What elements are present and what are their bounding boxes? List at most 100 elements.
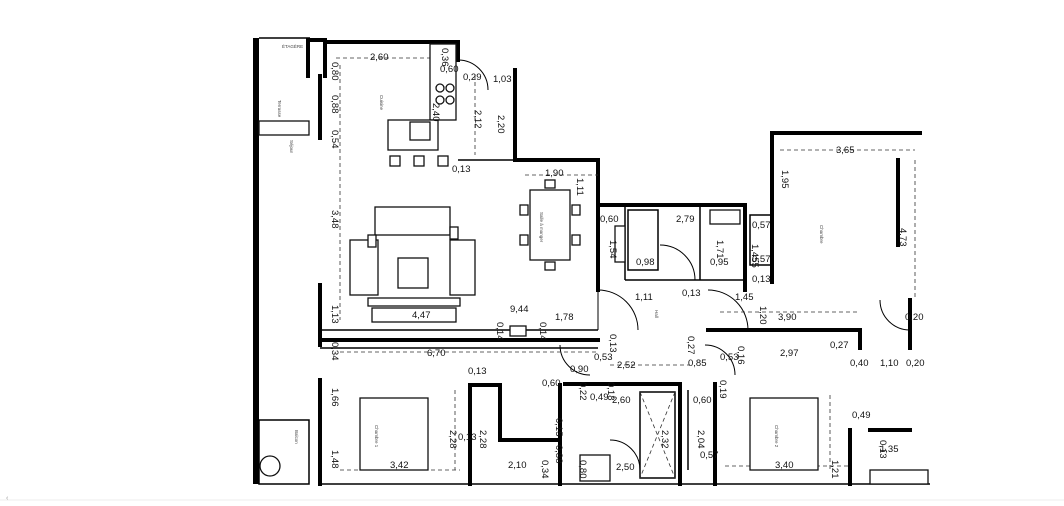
dimension-label: 1,90: [545, 168, 564, 179]
wc-unit: [614, 225, 626, 263]
dimension-label: 0,34: [539, 460, 550, 479]
dimension-label: 0,57: [752, 220, 771, 231]
washbasin: [709, 209, 741, 225]
sofa-back: [374, 206, 451, 236]
door-master-arc: [707, 289, 749, 331]
side-table-right: [449, 226, 459, 240]
terrace-outer-wall: [253, 38, 259, 484]
dimension-label: 0,13: [468, 366, 487, 377]
dimension-label: 1,95: [779, 170, 790, 189]
tv-console: [371, 307, 457, 323]
dining-chair-3: [571, 204, 581, 216]
dimension-label: 2,04: [695, 430, 706, 449]
dimension-label: 1,455: [749, 244, 760, 268]
door-wc-arc: [659, 244, 696, 281]
dimension-label: 0,20: [906, 358, 925, 369]
dimension-label: 3,65: [836, 145, 855, 156]
dimension-label: 0,18: [605, 382, 616, 401]
hob-ring-2: [445, 83, 455, 93]
dimension-label: 3,40: [775, 460, 794, 471]
room-label-balcony: Balcon: [294, 430, 299, 444]
wall-master-bedroom: [770, 131, 922, 284]
dimension-label: 1,48: [329, 450, 340, 469]
dimension-label: 0,27: [685, 336, 696, 355]
dimension-label: 0,34: [329, 342, 340, 361]
walls: [253, 37, 930, 486]
dimension-label: 0,80: [577, 460, 588, 479]
dimension-label: 0,13: [607, 334, 618, 353]
stool-3: [437, 155, 449, 167]
bath2-tub-diag-1: [639, 391, 676, 479]
dimension-label: 0,14: [494, 322, 505, 341]
room-label-living: Séjour: [289, 140, 294, 154]
dimension-label: 4,47: [412, 310, 431, 321]
dimension-label: 2,52: [617, 360, 636, 371]
room-label-bedroom-1: Chambre 1: [374, 425, 379, 448]
bath2-basin: [579, 454, 611, 482]
dimension-label: 0,88: [329, 95, 340, 114]
dimension-label: 2,28: [447, 430, 458, 449]
scan-mark-left: ‹: [6, 495, 9, 502]
armchair-right: [449, 239, 476, 296]
dining-chair-1: [519, 204, 529, 216]
bath2-tub-diag-2: [639, 391, 676, 479]
dimension-label: 9,44: [510, 304, 529, 315]
dimension-label: 1,11: [635, 292, 653, 303]
tv-unit: [367, 297, 461, 307]
dimension-label: 0,16: [735, 346, 746, 365]
dimension-label: 1,03: [493, 74, 512, 85]
dimension-label: 0,60: [542, 378, 561, 389]
room-label-storage: ÉTAGÈRE: [282, 43, 303, 49]
wall-nw-post: [306, 38, 327, 78]
dimension-label: 1,71: [714, 240, 725, 259]
dimension-label: 0,60: [693, 395, 712, 406]
room-label-bedroom-2: Chambre 2: [774, 425, 779, 448]
room-label-master-bedroom: Chambre: [819, 225, 824, 244]
dimension-label: 2,28: [477, 430, 488, 449]
radiator-se: [869, 469, 929, 485]
room-label-kitchen: Cuisine: [379, 95, 384, 111]
dimension-label: 0,90: [570, 364, 589, 375]
dimension-label: 1,21: [829, 460, 840, 479]
dimension-label: 0,20: [905, 312, 924, 323]
wall-bathroom-block: [596, 203, 747, 292]
dining-chair-4: [571, 234, 581, 246]
dimension-label: 2,20: [495, 115, 506, 134]
dimension-label: 0,57: [752, 254, 771, 265]
dining-chair-2: [519, 234, 529, 246]
room-label-terrace: Terrasse: [277, 100, 282, 118]
dimension-label: 0,60: [600, 214, 619, 225]
dimension-label: 0,98: [636, 257, 655, 268]
door-bedroom1-arc: [559, 344, 591, 376]
stool-1: [389, 155, 401, 167]
armchair-left: [349, 239, 379, 296]
kitchen-counter: [429, 43, 457, 121]
dimension-label: 2,60: [612, 395, 631, 406]
dimension-label: 1,35: [880, 444, 899, 455]
dimension-label: 0,60: [440, 64, 459, 75]
dimension-label: 1,10: [880, 358, 899, 369]
dimension-label: 1,54: [607, 240, 618, 259]
dimension-label: 2,79: [676, 214, 695, 225]
dining-table: [529, 189, 571, 261]
dimension-label: 0,95: [710, 257, 729, 268]
dimension-label: 0,80: [329, 62, 340, 81]
dimension-label: 0,49: [590, 392, 609, 403]
dimension-label: 0,36: [439, 48, 450, 67]
dimension-label: 2,32: [659, 430, 670, 449]
dimension-lines: [336, 57, 916, 471]
door-balcony-arc: [879, 299, 911, 331]
dimension-label: 0,13: [458, 432, 477, 443]
hob-ring-3: [435, 95, 445, 105]
dimension-label: 0,53: [594, 352, 613, 363]
dimension-label: 3,90: [778, 312, 797, 323]
shower-tray: [627, 209, 659, 271]
dimension-label: 2,97: [780, 348, 799, 359]
dimension-label: 2,50: [616, 462, 635, 473]
wall-dining-east: [513, 68, 600, 292]
doors: [457, 59, 911, 471]
dimension-label: 1,66: [329, 388, 340, 407]
dimension-label: 2,12: [472, 110, 483, 129]
